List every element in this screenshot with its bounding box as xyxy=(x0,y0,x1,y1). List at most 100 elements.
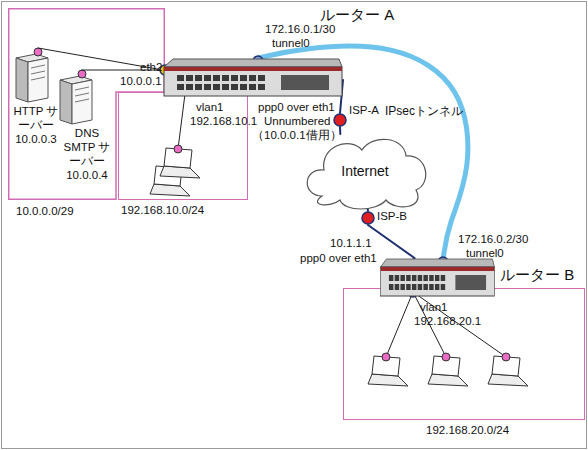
interface-label: 10.0.0.1 xyxy=(120,74,162,88)
interface-label: ppp0 over eth1 xyxy=(258,100,335,114)
router-port xyxy=(186,84,193,90)
interface-dot xyxy=(438,257,448,267)
laptop-base xyxy=(488,374,528,386)
router-port xyxy=(222,75,229,81)
router-port xyxy=(406,284,410,290)
interface-dot xyxy=(408,287,418,297)
router-module xyxy=(455,275,486,290)
node-label: 192.168.20.0/24 xyxy=(426,423,509,437)
server-side xyxy=(16,58,28,102)
router-illustration xyxy=(380,258,495,298)
laptop-base xyxy=(368,374,408,386)
laptop-base xyxy=(150,184,190,196)
router-port xyxy=(195,75,202,81)
router-port xyxy=(412,284,416,290)
router-port xyxy=(423,275,427,281)
router-port xyxy=(258,75,265,81)
router-port xyxy=(406,275,410,281)
port-dot xyxy=(442,353,450,361)
router-port xyxy=(240,84,247,90)
router-port xyxy=(231,75,238,81)
interface-dot xyxy=(278,69,288,79)
laptop-icon xyxy=(368,353,408,386)
router-name: ルーター A xyxy=(320,6,394,24)
lan-wire xyxy=(413,292,506,357)
interface-label: 172.16.0.1/30 xyxy=(265,22,335,36)
router-port xyxy=(389,275,393,281)
router-port xyxy=(418,275,422,281)
router-stripe xyxy=(381,267,495,271)
server-slot xyxy=(75,87,89,90)
router-port xyxy=(195,84,202,90)
lan-wire xyxy=(386,292,413,357)
router-port xyxy=(441,275,445,281)
router-port xyxy=(231,84,238,90)
ipsec-tunnel xyxy=(258,46,468,258)
node-label: 192.168.10.0/24 xyxy=(121,203,204,217)
isp-dot xyxy=(333,113,347,127)
interface-label: （10.0.0.1借用） xyxy=(252,128,342,142)
network-segment: 192.168.10.0/24 xyxy=(118,92,248,200)
router-device: ルーター A xyxy=(163,58,343,98)
network-link xyxy=(340,80,343,113)
interface-label: vlan1 xyxy=(420,300,448,314)
router-port xyxy=(400,275,404,281)
segment-border xyxy=(9,9,165,200)
server-slot xyxy=(31,71,45,74)
router-port xyxy=(177,75,184,81)
router-top xyxy=(381,259,495,267)
laptop-base xyxy=(160,166,200,178)
router-front xyxy=(381,267,495,296)
router-port xyxy=(395,275,399,281)
router-device: ルーター B xyxy=(380,258,495,298)
server-caption: DNS SMTP サーバー10.0.0.4 xyxy=(58,126,116,182)
router-port xyxy=(240,75,247,81)
network-segment: 10.0.0.0/29HTTP サーバー10.0.0.3DNS SMTP サーバ… xyxy=(8,8,165,200)
port-dot xyxy=(34,48,42,56)
server-slot xyxy=(75,93,89,96)
router-port xyxy=(429,284,433,290)
port-dot xyxy=(382,353,390,361)
router-port xyxy=(204,75,211,81)
router-port xyxy=(249,75,256,81)
interface-label: 10.1.1.1 xyxy=(330,236,372,250)
server-label: 10.0.0.3 xyxy=(10,132,62,146)
interface-label: tunnel0 xyxy=(466,246,504,260)
internet-cloud: Internet xyxy=(300,134,430,208)
router-port xyxy=(429,275,433,281)
interface-label: ppp0 over eth1 xyxy=(300,251,377,265)
isp-point: ISP-A xyxy=(333,113,347,127)
node-label: ISP-A xyxy=(349,103,379,117)
router-port xyxy=(435,275,439,281)
interface-label: 172.16.0.2/30 xyxy=(458,232,528,246)
interface-label: 192.168.10.1 xyxy=(190,114,257,128)
node-label: ISP-B xyxy=(377,209,407,223)
router-stripe xyxy=(164,67,342,71)
server-front xyxy=(72,80,92,124)
server-unit: HTTP サーバー10.0.0.3 xyxy=(10,48,62,160)
router-port xyxy=(213,84,220,90)
server-side xyxy=(60,80,72,124)
router-port xyxy=(249,84,256,90)
node-label: Internet xyxy=(300,134,430,208)
server-illustration xyxy=(58,70,116,126)
router-module xyxy=(281,75,329,90)
laptop-base xyxy=(428,374,468,386)
interface-dot xyxy=(253,56,263,66)
server-label: HTTP サーバー xyxy=(10,104,62,132)
router-port xyxy=(222,84,229,90)
isp-point: ISP-B xyxy=(361,211,375,225)
network-link xyxy=(367,208,369,211)
router-top xyxy=(164,59,342,67)
router-port xyxy=(213,75,220,81)
server-slot xyxy=(75,99,89,102)
tunnel-label: IPsecトンネル xyxy=(385,104,463,118)
server-slot xyxy=(31,77,45,80)
router-port xyxy=(441,284,445,290)
port-dot xyxy=(78,70,86,78)
router-illustration xyxy=(163,58,343,98)
interface-label: Unnumbered xyxy=(264,114,330,128)
laptop-icon xyxy=(488,353,528,386)
laptop-icon xyxy=(428,353,468,386)
